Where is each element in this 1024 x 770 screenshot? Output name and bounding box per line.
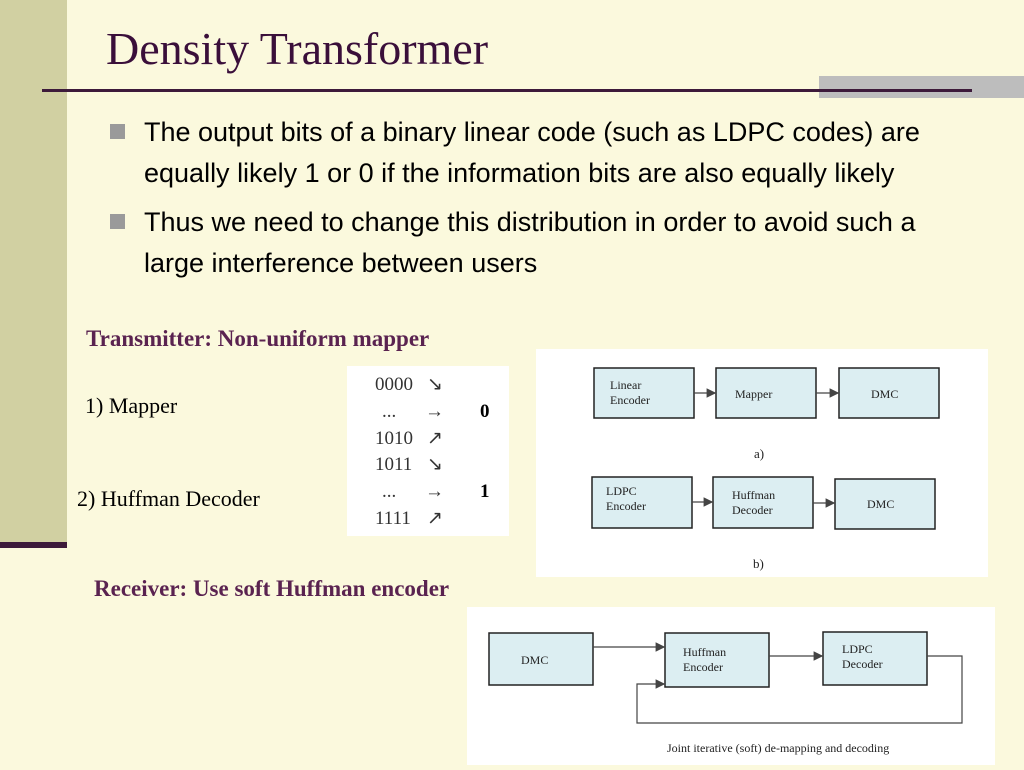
diagram-block — [488, 632, 594, 686]
block-label: Mapper — [735, 387, 772, 401]
mapping-arrow: ↘ — [427, 454, 443, 475]
mapping-input: 1111 — [375, 508, 411, 529]
bullet-text: Thus we need to change this distribution… — [144, 207, 916, 278]
huffman-decoder-item-label: 2) Huffman Decoder — [77, 486, 260, 511]
bullet-text: The output bits of a binary linear code … — [144, 117, 920, 188]
side-band — [0, 0, 67, 548]
mapping-input: 0000 — [375, 374, 413, 395]
side-band-footer — [0, 542, 67, 548]
mapping-output: 1 — [480, 481, 490, 502]
bullet-list: The output bits of a binary linear code … — [110, 112, 980, 292]
diagram-block — [822, 631, 928, 686]
bullet-square-icon — [110, 124, 125, 139]
transmitter-heading: Transmitter: Non-uniform mapper — [86, 326, 430, 351]
receiver-heading: Receiver: Use soft Huffman encoder — [94, 576, 450, 601]
mapping-input: 1011 — [375, 454, 412, 475]
slide-title: Density Transformer — [106, 23, 489, 74]
title-accent-bar — [819, 76, 1024, 98]
diagram-block — [664, 632, 770, 688]
mapping-arrow: ↗ — [427, 508, 443, 529]
diagram-block — [712, 476, 814, 529]
bullet-item: The output bits of a binary linear code … — [110, 112, 980, 194]
feedback-loop-arrow — [636, 655, 963, 724]
mapping-arrow: → — [425, 401, 444, 422]
diagram-block — [838, 367, 940, 419]
mapping-arrow: → — [425, 481, 444, 502]
mapping-input: ... — [382, 481, 396, 502]
diagram-caption: a) — [754, 446, 764, 461]
bullet-item: Thus we need to change this distribution… — [110, 202, 980, 284]
block-label: DMC — [521, 653, 548, 667]
mapping-arrow: ↘ — [427, 374, 443, 395]
mapping-table: 0000 ↘ ... → 0 1010 ↗ 1011 ↘ ... → 1 111… — [375, 374, 490, 529]
title-rule — [42, 89, 972, 92]
mapping-output: 0 — [480, 401, 490, 422]
mapping-input: 1010 — [375, 428, 413, 449]
diagram-block — [715, 367, 817, 419]
diagram-caption: b) — [753, 556, 764, 571]
bullet-square-icon — [110, 214, 125, 229]
diagram-caption: Joint iterative (soft) de-mapping and de… — [667, 741, 889, 755]
block-label: DMC — [867, 497, 894, 511]
mapping-input: ... — [382, 401, 396, 422]
mapping-arrow: ↗ — [427, 428, 443, 449]
mapper-item-label: 1) Mapper — [85, 393, 178, 418]
diagram-block — [593, 367, 695, 419]
mapping-table-panel: 0000 ↘ ... → 0 1010 ↗ 1011 ↘ ... → 1 111… — [347, 366, 509, 536]
block-label: DMC — [871, 387, 898, 401]
